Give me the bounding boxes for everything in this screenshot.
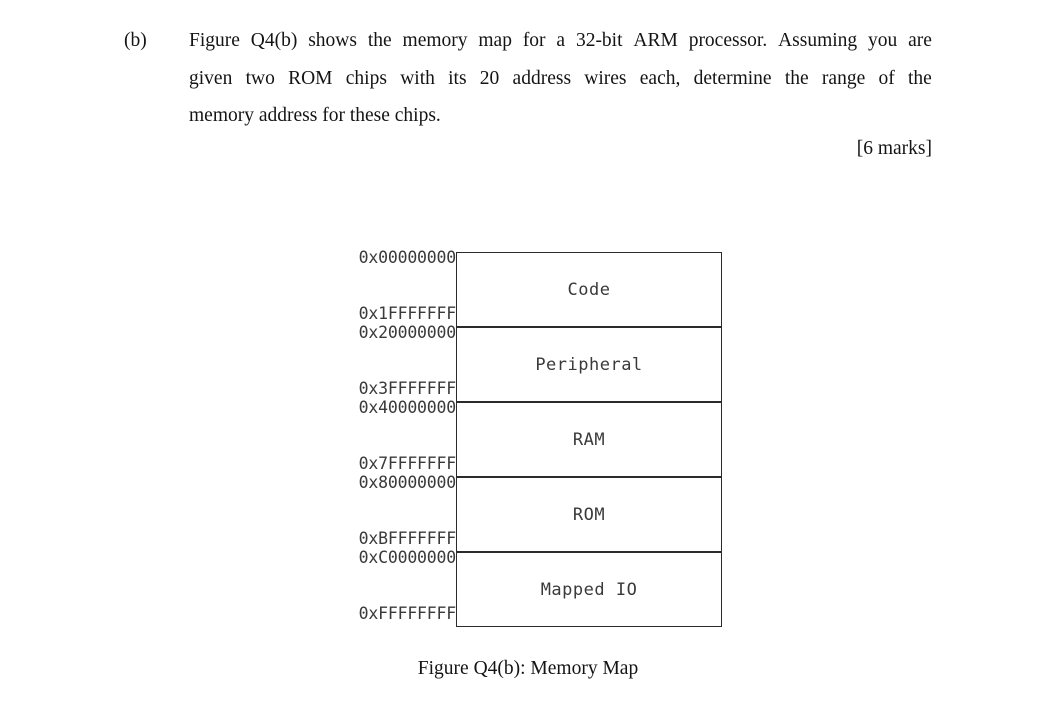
memory-region-label: Code [567, 279, 611, 300]
address-tick-start: 0x20000000 [358, 323, 457, 342]
memory-region-ram[interactable]: RAM [456, 402, 722, 477]
question-line-3: memory address for these chips. [189, 105, 441, 126]
memory-region-label: ROM [572, 504, 606, 525]
address-tick-start: 0x40000000 [358, 398, 457, 417]
memory-region-mapped-io[interactable]: Mapped IO [456, 552, 722, 627]
memory-map-diagram: Code Peripheral RAM ROM Mapped IO [456, 252, 722, 627]
marks-allocation: [6 marks] [856, 138, 932, 159]
address-tick-start: 0xC0000000 [358, 548, 457, 567]
memory-region-label: RAM [572, 429, 606, 450]
question-item-label: (b) [124, 30, 147, 51]
memory-region-label: Mapped IO [540, 579, 638, 600]
address-tick-end: 0x1FFFFFFF [358, 303, 457, 323]
address-tick-end: 0xFFFFFFFF [358, 603, 457, 623]
memory-region-label: Peripheral [535, 354, 643, 375]
address-tick-start: 0x80000000 [358, 473, 457, 492]
address-tick-start: 0x00000000 [358, 248, 457, 267]
memory-region-rom[interactable]: ROM [456, 477, 722, 552]
address-tick-end: 0x3FFFFFFF [358, 378, 457, 398]
memory-region-peripheral[interactable]: Peripheral [456, 327, 722, 402]
figure-caption: Figure Q4(b): Memory Map [417, 658, 639, 679]
address-tick-end: 0x7FFFFFFF [358, 453, 457, 473]
memory-region-code[interactable]: Code [456, 252, 722, 327]
address-tick-end: 0xBFFFFFFF [358, 528, 457, 548]
